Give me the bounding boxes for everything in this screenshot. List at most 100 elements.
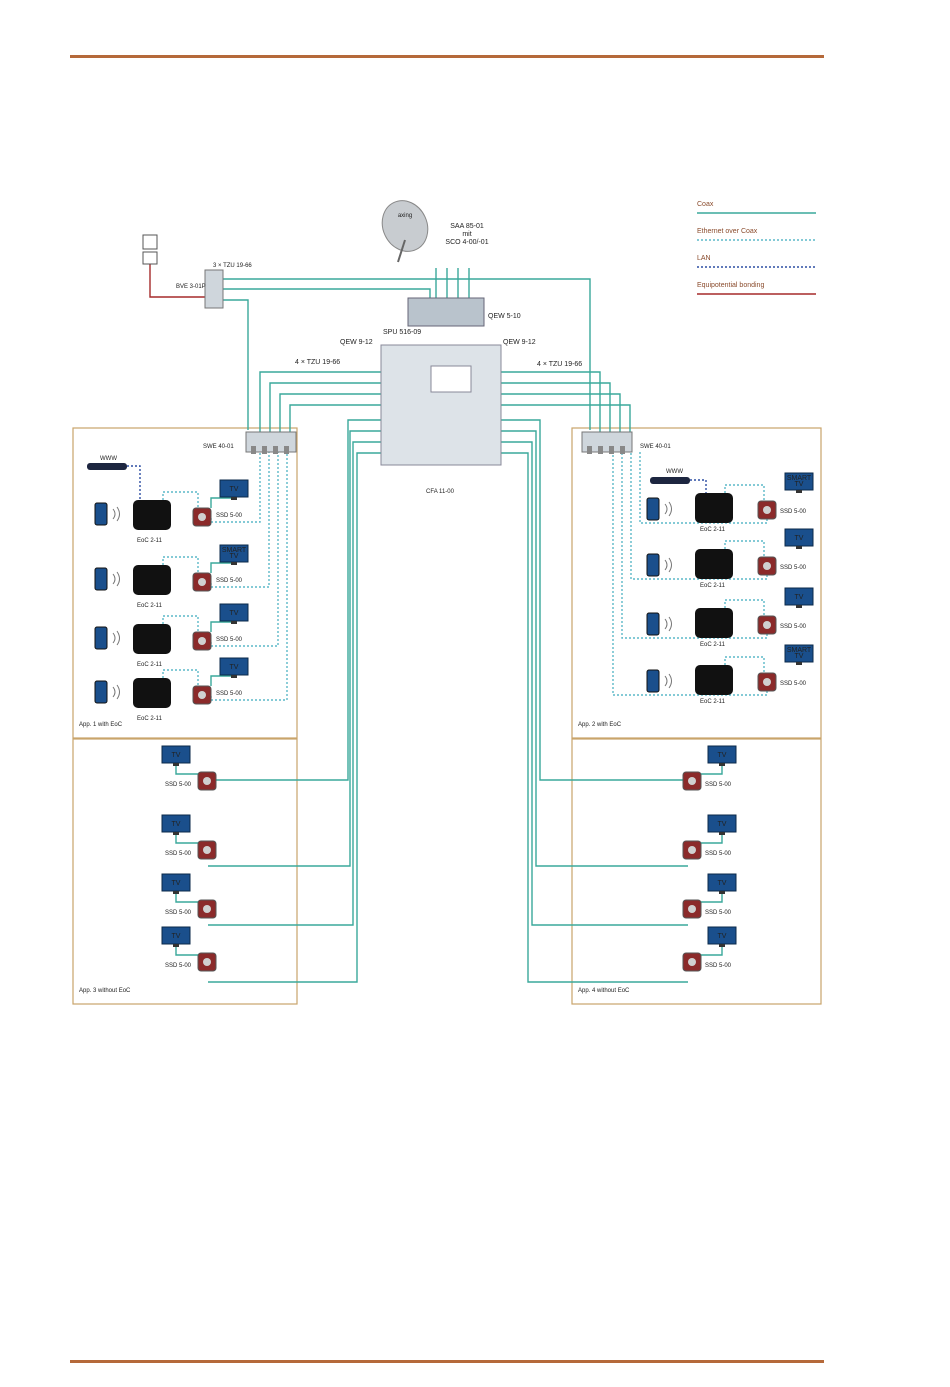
swe-right-body [581, 431, 633, 453]
ssd-right-2-port [763, 621, 771, 629]
eoc-right-2 [695, 608, 733, 638]
smart-tv-label: SMART [787, 647, 812, 654]
coax-app3-1 [208, 430, 381, 867]
phone-left-3-body [94, 680, 108, 704]
dish-label-2: mit [462, 231, 471, 238]
eoc-link-right-1 [724, 540, 765, 557]
tv-right-3-stand [796, 662, 802, 665]
apartment-label-app4: App. 4 without EoC [578, 988, 630, 994]
eoc-feed-left-1 [210, 452, 270, 588]
ssd-app3-1 [197, 840, 217, 860]
swe-right-label: SWE 40-01 [640, 444, 671, 450]
eoc-left-label-1: EoC 2-11 [137, 603, 163, 609]
ssd-app4-1-port [688, 846, 696, 854]
eoc-right-label-1: EoC 2-11 [700, 583, 726, 589]
tv-app3-3-stand [173, 944, 179, 947]
tv-app3-3: TV [161, 926, 191, 947]
tv-label: TV [718, 821, 727, 828]
wifi-icon [664, 616, 672, 632]
coax-app3-0 [208, 419, 381, 781]
ssd-app3-label-0: SSD 5-00 [165, 782, 192, 788]
tv-app3-2: TV [161, 873, 191, 894]
tv-right-2-stand [796, 605, 802, 608]
phone-right-2 [646, 612, 672, 636]
phone-right-1 [646, 553, 672, 577]
qew-top [407, 297, 485, 327]
ssd-left-0 [192, 507, 212, 527]
tv-label: TV [230, 486, 239, 493]
multiswitch-panel [430, 365, 472, 393]
lan-left [127, 465, 141, 502]
dish-label-3: SCO 4-00/-01 [445, 239, 488, 246]
ssd-right-label-3: SSD 5-00 [780, 681, 807, 687]
tv-label: TV [172, 752, 181, 759]
coax-ms-right-2 [501, 393, 621, 432]
tv-left-0-stand [231, 497, 237, 500]
coax-bve-3 [223, 299, 249, 430]
phone-right-3-body [646, 669, 660, 693]
eoc-right-3 [695, 665, 733, 695]
dish-label-1: SAA 85-01 [450, 223, 484, 230]
tv-app4-2-stand [719, 891, 725, 894]
swe-left [245, 431, 297, 454]
connection-lines [127, 212, 816, 983]
coax-ms-left-0 [259, 371, 381, 432]
coax-app3-2 [208, 441, 381, 926]
coax-app4-2 [501, 441, 688, 926]
wifi-icon [112, 506, 120, 522]
tv-label: TV [172, 933, 181, 940]
coax-bve-2 [223, 288, 431, 300]
ssd-app4-label-2: SSD 5-00 [705, 910, 732, 916]
ssd-right-label-0: SSD 5-00 [780, 509, 807, 515]
ssd-app3-3-port [203, 958, 211, 966]
tv-app4-3-stand [719, 944, 725, 947]
tv-label: TV [718, 933, 727, 940]
ssd-app4-1 [682, 840, 702, 860]
tv-app4-0-stand [719, 763, 725, 766]
tv-coax-app3-1 [175, 835, 198, 844]
eoc-feed-right-1 [630, 452, 768, 580]
tv-app3-0: TV [161, 745, 191, 766]
bve-label: BVE 3-01P [176, 284, 206, 290]
bonding-line [149, 264, 205, 298]
coax-app4-1 [501, 430, 688, 867]
bve [204, 269, 224, 309]
tv-app4-2: TV [707, 873, 737, 894]
coax-ms-right-1 [501, 382, 611, 432]
ssd-app3-label-3: SSD 5-00 [165, 963, 192, 969]
swe-left-port [251, 446, 256, 454]
www-left: WWW [100, 456, 117, 462]
ssd-app3-2 [197, 899, 217, 919]
phone-left-1-body [94, 567, 108, 591]
swe-right-port [609, 446, 614, 454]
ssd-left-label-3: SSD 5-00 [216, 691, 243, 697]
ssd-right-1-port [763, 562, 771, 570]
ssd-app3-label-2: SSD 5-00 [165, 910, 192, 916]
eoc-feed-right-3 [612, 452, 768, 696]
ssd-app4-0-port [688, 777, 696, 785]
coax-ms-left-1 [269, 382, 381, 432]
tv-coax-left-3 [210, 675, 235, 686]
eoc-right-label-3: EoC 2-11 [700, 699, 726, 705]
ssd-left-label-0: SSD 5-00 [216, 513, 243, 519]
phone-right-0-body [646, 497, 660, 521]
eoc-left-1 [133, 565, 171, 595]
phone-left-1 [94, 567, 120, 591]
qew-top-label: QEW 5-10 [488, 313, 521, 320]
eoc-link-left-3 [162, 669, 199, 686]
legend-label-coax: Coax [697, 201, 714, 208]
tv-coax-app3-0 [175, 766, 198, 775]
tv-coax-app4-1 [701, 835, 723, 844]
wifi-icon [664, 557, 672, 573]
ssd-left-2-port [198, 637, 206, 645]
coax-app4-3 [501, 452, 688, 983]
tv-coax-app4-3 [701, 947, 723, 956]
eoc-link-left-2 [162, 615, 199, 632]
wifi-icon [664, 673, 672, 689]
eoc-left-label-3: EoC 2-11 [137, 716, 163, 722]
tv-app4-1: TV [707, 814, 737, 835]
